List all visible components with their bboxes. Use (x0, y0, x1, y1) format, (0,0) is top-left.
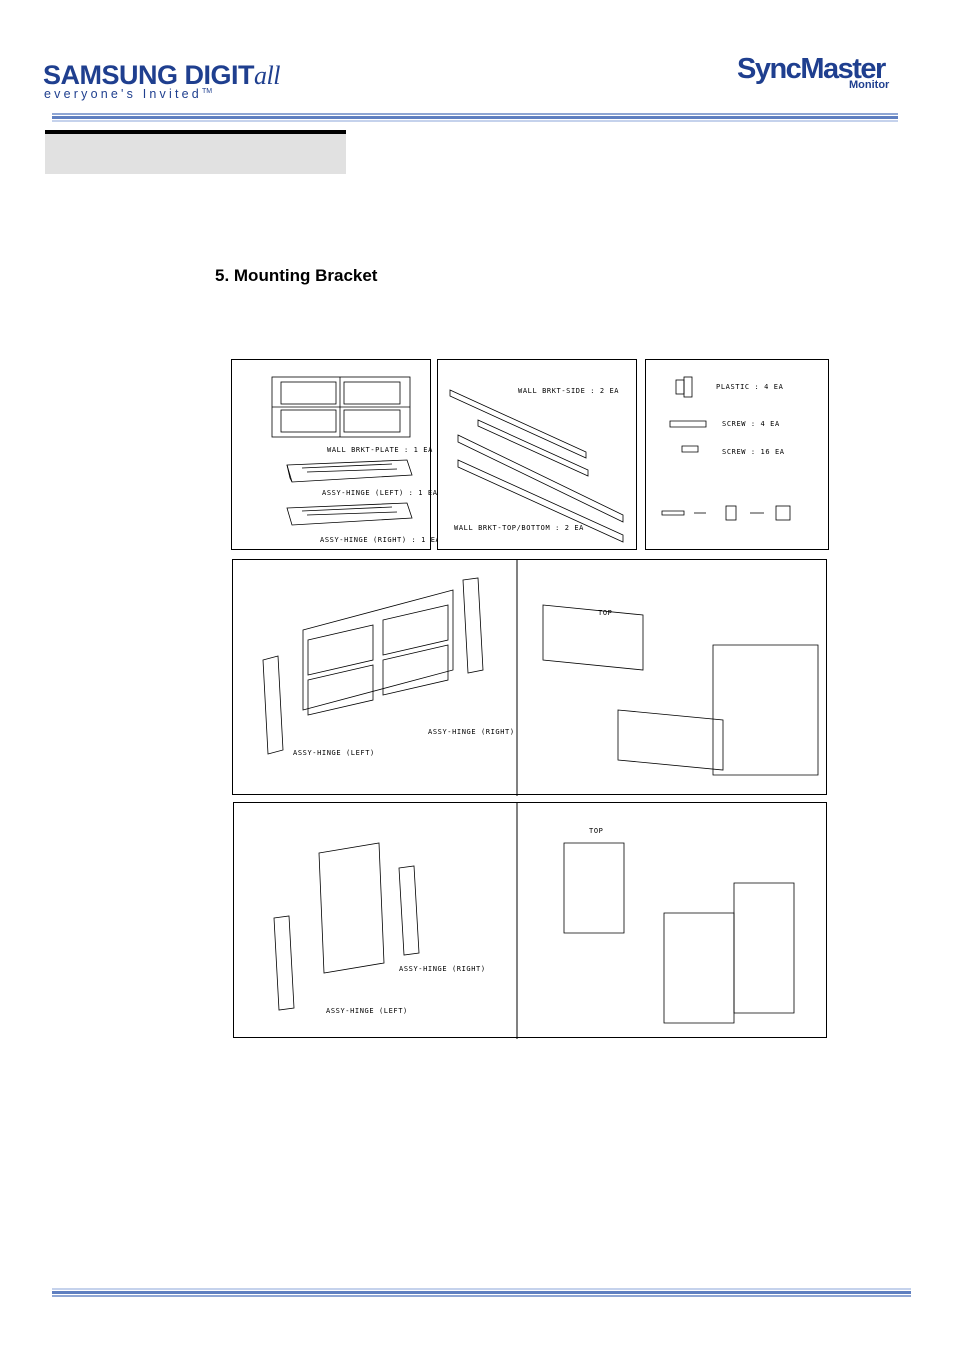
hinge-left-label: ASSY-HINGE (LEFT) : 1 EA (322, 489, 438, 497)
assembly-panel-portrait: ASSY-HINGE (RIGHT) ASSY-HINGE (LEFT) TOP (233, 802, 827, 1039)
syncmaster-sub-logo: Monitor (849, 79, 890, 91)
portrait-assembly-drawing: ASSY-HINGE (RIGHT) ASSY-HINGE (LEFT) TOP (273, 803, 795, 1039)
parts-panel-screws: PLASTIC : 4 EA SCREW : 4 EA SCREW : 16 E… (645, 359, 829, 550)
topbottom-label: WALL BRKT-TOP/BOTTOM : 2 EA (454, 524, 584, 532)
section-header-box (45, 130, 346, 174)
header-rule (52, 113, 898, 122)
screw4-label: SCREW : 4 EA (722, 420, 780, 428)
samsung-logo: SAMSUNG DIGITall (43, 60, 280, 90)
hinge-right-label: ASSY-HINGE (RIGHT) : 1 EA (320, 536, 441, 544)
portrait-hinge-right-label: ASSY-HINGE (RIGHT) (399, 965, 486, 973)
brackets-drawing: WALL BRKT-SIDE : 2 EA WALL BRKT-TOP/BOTT… (449, 387, 624, 543)
parts-panel-brackets: WALL BRKT-SIDE : 2 EA WALL BRKT-TOP/BOTT… (437, 359, 637, 550)
portrait-top-label: TOP (589, 827, 603, 835)
assembly-panel-landscape: ASSY-HINGE (RIGHT) ASSY-HINGE (LEFT) TOP (232, 559, 827, 796)
screw16-label: SCREW : 16 EA (722, 448, 785, 456)
plate-hinges-drawing: WALL BRKT-PLATE : 1 EA ASSY-HINGE (LEFT)… (271, 376, 440, 544)
plastic-label: PLASTIC : 4 EA (716, 383, 784, 391)
landscape-assembly-drawing: ASSY-HINGE (RIGHT) ASSY-HINGE (LEFT) TOP (262, 560, 819, 796)
portrait-hinge-left-label: ASSY-HINGE (LEFT) (326, 1007, 408, 1015)
syncmaster-logo: SyncMaster (737, 53, 886, 85)
screws-drawing: PLASTIC : 4 EA SCREW : 4 EA SCREW : 16 E… (661, 376, 791, 521)
assembly-hinge-right-label: ASSY-HINGE (RIGHT) (428, 728, 515, 736)
top-label: TOP (598, 609, 612, 617)
footer-rule (52, 1288, 911, 1297)
samsung-tagline: everyone's InvitedTM (44, 87, 213, 101)
page-title: 5. Mounting Bracket (215, 266, 378, 285)
assembly-hinge-left-label: ASSY-HINGE (LEFT) (293, 749, 375, 757)
side-label: WALL BRKT-SIDE : 2 EA (518, 387, 619, 395)
plate-label: WALL BRKT-PLATE : 1 EA (327, 446, 433, 454)
parts-panel-plate-hinges: WALL BRKT-PLATE : 1 EA ASSY-HINGE (LEFT)… (231, 359, 440, 550)
